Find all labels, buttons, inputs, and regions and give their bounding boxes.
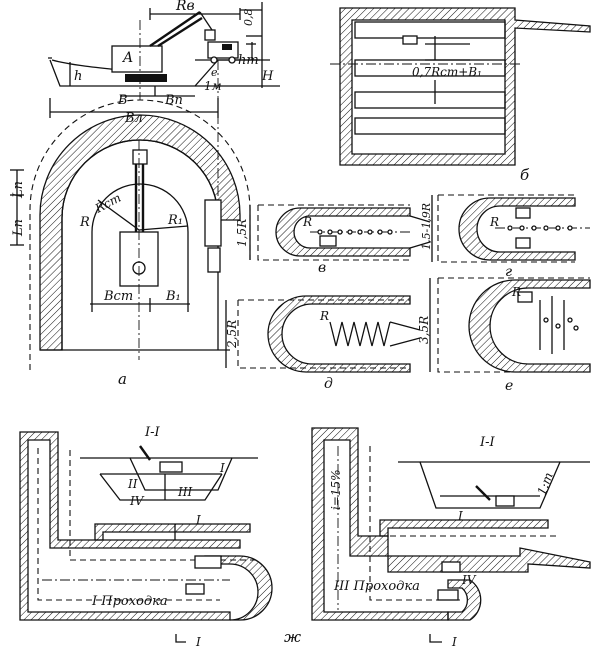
zh-roman2: II [127,477,138,491]
zh-r1b: I [457,509,463,523]
label-a-Ln1: Lп [11,181,26,199]
label-a-hT: hт [238,53,259,68]
panel-e: 3,5R R е [417,277,591,394]
zh-slope: i=15% [329,469,343,510]
label-a-H: H [261,69,274,84]
zh-sec2: I-I [479,435,496,450]
label-a-B: B [117,93,128,108]
label-d-R: R [319,309,329,323]
label-a-Rst: Rст [92,191,123,217]
caption-v: в [318,260,326,276]
zh-cutL1: I [195,635,201,649]
panel-d: 2,5R R д [225,295,421,392]
zh-cutI: I [195,513,201,527]
label-a-R1: R₁ [167,213,183,228]
caption-a: а [118,370,127,388]
caption-e: е [505,378,513,394]
zh-one-m: 1:m [535,471,556,497]
label-a-B1: B₁ [165,289,181,304]
label-d-dim: 2,5R [225,320,239,349]
panel-g: 1,5-1,9R R г [420,194,590,280]
label-v-dim: 1,5R [235,219,249,247]
panel-b-frame [339,7,591,166]
b-strip-3 [354,91,506,109]
label-a-1m: 1м [204,79,222,93]
zh-cutL2: I [451,635,457,649]
label-a-R: R [79,215,90,230]
label-a-h: h [74,69,82,84]
caption-d: д [324,376,333,392]
zh-pass3: III Проходка [333,579,420,594]
label-b-dim: 0,7Rст+B₁ [412,65,482,79]
panel-v: 1,5R R в [235,204,431,276]
truck-a-plan [204,199,222,247]
label-v-R: R [302,215,312,229]
label-a-rv: Rв [175,0,195,14]
label-a-Bst: Bст [103,289,133,304]
caption-b: б [520,166,530,184]
excavator-a-body [111,45,163,73]
panel-e-face [468,279,591,373]
label-a-A: A [121,50,133,66]
zh-roman4: IV [129,494,145,508]
panel-zh-right: I-I 1:m i=15% I IV III Проходка I [311,427,591,649]
excavator-a-plan [119,231,159,287]
label-g-R: R [489,215,499,229]
label-e-dim: 3,5R [417,316,431,344]
zh-r4b: IV [461,573,477,587]
panel-b: 0,7Rст+B₁ б [330,7,591,184]
zh-pass1: I Проходка [91,594,168,609]
panel-a-plan [10,99,251,370]
d-zigzag [329,321,391,347]
panel-v-face [275,207,411,257]
zh-roman1: I [219,461,225,475]
panel-a-elevation [48,2,280,300]
panel-a: Rв 0,8 A h hт H e 1м B Bп Bл [10,0,280,388]
b-strip-4 [354,117,506,135]
label-e-R: R [511,285,521,299]
label-g-dim: 1,5-1,9R [420,203,433,250]
label-a-e: e [211,66,218,79]
zh-roman3: III [177,485,192,499]
label-a-08: 0,8 [242,9,255,27]
panel-d-face [267,295,411,373]
panel-g-face [458,197,576,261]
caption-zh: ж [284,628,301,646]
b-strip-1 [354,21,506,39]
zh-sec1: I-I [144,425,161,440]
caption-g: г [505,264,512,280]
panel-zh-left: I-I I II III IV I I Проходка I [19,425,273,649]
label-a-Ln2: Lп [11,219,26,237]
label-a-Bn: Bп [164,93,183,108]
